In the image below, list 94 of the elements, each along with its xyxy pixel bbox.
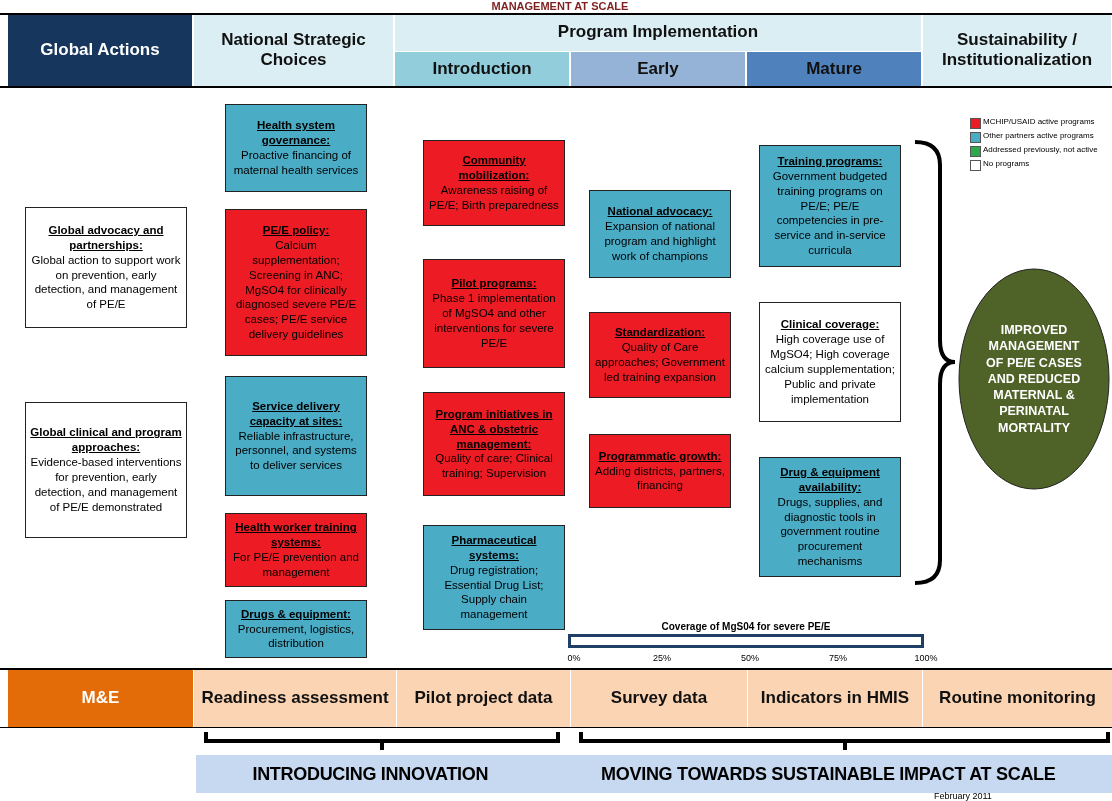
- phase-band: [196, 755, 1112, 793]
- box-heading: Pilot programs:: [451, 276, 537, 292]
- program-box: [25, 402, 187, 538]
- phase-title: MOVING TOWARDS SUSTAINABLE IMPACT AT SCALE: [601, 763, 1056, 785]
- program-box: [225, 376, 367, 496]
- box-text: Global action to support work on prevention, early detection, and management of PE/E: [30, 252, 182, 313]
- header-cell: [8, 670, 193, 727]
- header-cell: [571, 670, 747, 727]
- box-heading: Community mobilization:: [457, 153, 531, 183]
- header-cell: [194, 14, 394, 86]
- box-heading: Health worker training systems:: [234, 520, 358, 550]
- header-text: Indicators in HMIS: [760, 688, 910, 709]
- box-text: Adding districts, partners, financing: [594, 463, 726, 494]
- box-heading: Service delivery capacity at sites:: [248, 398, 344, 429]
- box-heading: National advocacy:: [607, 204, 713, 220]
- header-text: Survey data: [610, 688, 708, 709]
- diagram-title: MANAGEMENT AT SCALE: [490, 0, 630, 12]
- legend-text: MCHIP/USAID active programs: [983, 117, 1095, 126]
- header-text: Introduction: [432, 58, 532, 80]
- program-box: [589, 434, 731, 508]
- box-text: Expansion of national program and highlight work of champions: [603, 219, 717, 264]
- legend-text: No programs: [983, 159, 1030, 168]
- program-box: [25, 207, 187, 328]
- box-heading: Training programs:: [777, 153, 883, 169]
- header-text: M&E: [81, 688, 120, 709]
- box-text: Proactive financing of maternal health services: [232, 148, 360, 178]
- box-text: For PE/E prevention and management: [232, 550, 360, 580]
- box-text: Evidence-based interventions for prevention, early detection, and management of PE/E demonstrated: [30, 455, 182, 515]
- header-text: Mature: [806, 58, 862, 80]
- box-heading: Program initiatives in ANC & obstetric management:: [434, 406, 554, 452]
- header-cell: [8, 14, 193, 86]
- program-box: [759, 302, 901, 422]
- program-box: [759, 457, 901, 577]
- outcome-ellipse: [958, 268, 1110, 490]
- box-text: Quality of Care approaches; Government led training expansion: [594, 340, 726, 385]
- program-box: [589, 190, 731, 278]
- box-heading: Drugs & equipment:: [241, 606, 351, 622]
- program-box: [423, 259, 565, 368]
- header-cell: [748, 670, 922, 727]
- program-box: [423, 140, 565, 226]
- box-text: High coverage use of MgSO4; High coverage calcium supplementation; Public and private implementation: [764, 332, 896, 407]
- tick-label: 0%: [566, 653, 582, 663]
- outcome-text: IMPROVED MANAGEMENT OF PE/E CASES AND REDUCED MATERNAL & PERINATAL MORTALITY: [985, 322, 1083, 436]
- box-text: Reliable infrastructure, personnel, and systems to deliver services: [234, 428, 358, 474]
- program-box: [759, 145, 901, 267]
- bar-title: Coverage of MgS04 for severe PE/E: [660, 621, 832, 632]
- box-text: Procurement, logistics, distribution: [236, 621, 356, 652]
- box-heading: Health system governance:: [256, 118, 336, 148]
- box-text: Phase 1 implementation of MgSO4 and other interventions for severe PE/E: [431, 291, 557, 351]
- program-box: [225, 513, 367, 587]
- legend-text: Addressed previously, not active: [983, 145, 1098, 154]
- program-box: [589, 312, 731, 398]
- program-box: [225, 600, 367, 658]
- box-heading: Standardization:: [614, 325, 706, 341]
- box-text: Drugs, supplies, and diagnostic tools in government routine procurement mechanisms: [776, 494, 884, 570]
- box-heading: PE/E policy:: [262, 222, 330, 238]
- program-box: [423, 392, 565, 496]
- program-box: [225, 104, 367, 192]
- box-heading: Drug & equipment availability:: [779, 464, 881, 495]
- legend-text: Other partners active programs: [983, 131, 1094, 140]
- box-heading: Programmatic growth:: [598, 448, 722, 464]
- header-cell: [395, 14, 922, 51]
- header-cell: [923, 14, 1112, 86]
- box-text: Awareness raising of PE/E; Birth preparedness: [428, 183, 560, 213]
- box-heading: Clinical coverage:: [780, 317, 880, 333]
- box-text: Quality of care; Clinical training; Supervision: [434, 451, 554, 482]
- box-text: Calcium supplementation; Screening in ANC; MgSO4 for clinically diagnosed severe PE/E cases; PE/E service delivery guidelines: [234, 237, 358, 343]
- header-cell: [397, 670, 570, 727]
- tick-label: 25%: [652, 653, 672, 663]
- box-heading: Global clinical and program approaches:: [30, 425, 182, 456]
- header-cell: [923, 670, 1112, 727]
- tick-label: 50%: [740, 653, 760, 663]
- header-cell: [747, 52, 922, 86]
- box-text: Government budgeted training programs on PE/E; PE/E competencies in pre-service and in-service curricula: [771, 168, 889, 259]
- box-heading: Global advocacy and partnerships:: [47, 222, 165, 253]
- box-text: Drug registration; Essential Drug List; Supply chain management: [443, 562, 545, 623]
- tick-label: 75%: [828, 653, 848, 663]
- header-cell: [194, 670, 396, 727]
- header-text: Readiness assessment: [201, 688, 389, 709]
- header-text: Sustainability / Institutionalization: [940, 29, 1094, 71]
- date-note: February 2011: [934, 791, 992, 801]
- header-cell: [395, 52, 570, 86]
- program-box: [423, 525, 565, 630]
- header-text: National Strategic Choices: [220, 29, 367, 71]
- box-heading: Pharmaceutical systems:: [450, 532, 538, 563]
- header-text: Pilot project data: [414, 688, 553, 709]
- header-text: Early: [637, 58, 679, 80]
- program-box: [225, 209, 367, 356]
- header-text: Routine monitoring: [939, 688, 1096, 709]
- header-text: Global Actions: [40, 39, 160, 61]
- header-cell: [571, 52, 746, 86]
- tick-label: 100%: [913, 653, 939, 663]
- header-text: Program Implementation: [557, 22, 759, 43]
- phase-title: INTRODUCING INNOVATION: [252, 763, 489, 785]
